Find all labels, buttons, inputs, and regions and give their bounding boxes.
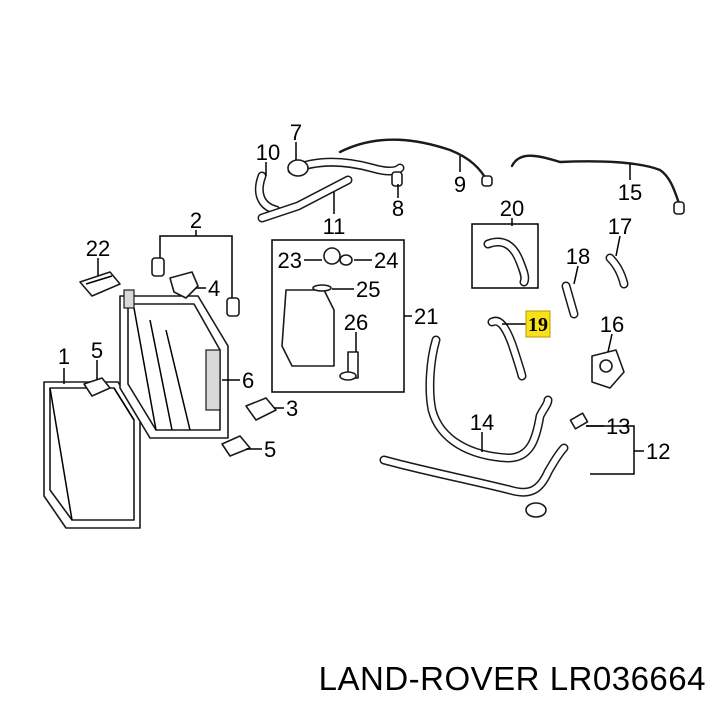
part-5-lower-clip [221, 435, 251, 457]
callout-9: 9 [454, 172, 466, 197]
part-10-7-11-upper-hoses [254, 157, 405, 223]
leader-lines [63, 142, 644, 475]
callout-4: 4 [208, 276, 220, 301]
part-22-bracket [79, 271, 121, 297]
callout-8: 8 [392, 196, 404, 221]
part-9-hose [338, 138, 493, 187]
caption-brand: LAND-ROVER [318, 660, 541, 697]
part-14-pipe [425, 335, 553, 463]
callout-18: 18 [566, 244, 590, 269]
callout-5-lower: 5 [264, 437, 276, 462]
part-15-wiring [510, 154, 685, 215]
callout-5-upper: 5 [91, 338, 103, 363]
part-caption: LAND-ROVER LR036664 [319, 660, 706, 698]
callout-11: 11 [323, 214, 346, 239]
callout-19: 19 [528, 314, 548, 336]
part-21-expansion-tank-group [271, 239, 405, 393]
callout-14: 14 [470, 410, 494, 435]
callout-10: 10 [256, 140, 280, 165]
caption-part-number: LR036664 [549, 660, 706, 697]
part-8-hose-end [391, 171, 403, 187]
part-4-mount [169, 271, 199, 299]
highlighted-part-label: 19 [525, 310, 551, 338]
callout-23: 23 [278, 248, 302, 273]
callout-2: 2 [190, 208, 202, 233]
callout-7: 7 [290, 120, 302, 145]
callout-3: 3 [286, 396, 298, 421]
part-20-thermostat-housing [471, 223, 539, 289]
part-2-grommets [151, 257, 240, 317]
callout-13: 13 [606, 414, 630, 439]
part-3-bracket [245, 397, 277, 421]
part-19-hose [487, 316, 527, 381]
part-18-short-hose [561, 281, 579, 319]
callout-20: 20 [500, 196, 524, 221]
callout-12: 12 [646, 439, 670, 464]
part-16-pump [591, 349, 625, 389]
callout-1: 1 [58, 344, 70, 369]
part-1-radiator [43, 381, 141, 529]
callout-25: 25 [356, 277, 380, 302]
callout-16: 16 [600, 312, 624, 337]
callout-6: 6 [242, 368, 254, 393]
part-5-upper-clip [83, 377, 111, 397]
callout-15: 15 [618, 180, 642, 205]
highlight-box [525, 310, 551, 338]
callout-26: 26 [344, 310, 368, 335]
part-12-lower-hose [379, 443, 569, 518]
part-17-elbow [605, 253, 629, 289]
callout-22: 22 [86, 236, 110, 261]
callout-17: 17 [608, 214, 632, 239]
callout-labels: 1 2 3 4 5 5 6 7 8 9 10 11 12 13 14 15 16… [58, 120, 671, 464]
callout-24: 24 [374, 248, 398, 273]
part-6-radiator-frame [119, 289, 229, 439]
callout-21: 21 [414, 304, 438, 329]
part-13-sensor [569, 412, 589, 430]
